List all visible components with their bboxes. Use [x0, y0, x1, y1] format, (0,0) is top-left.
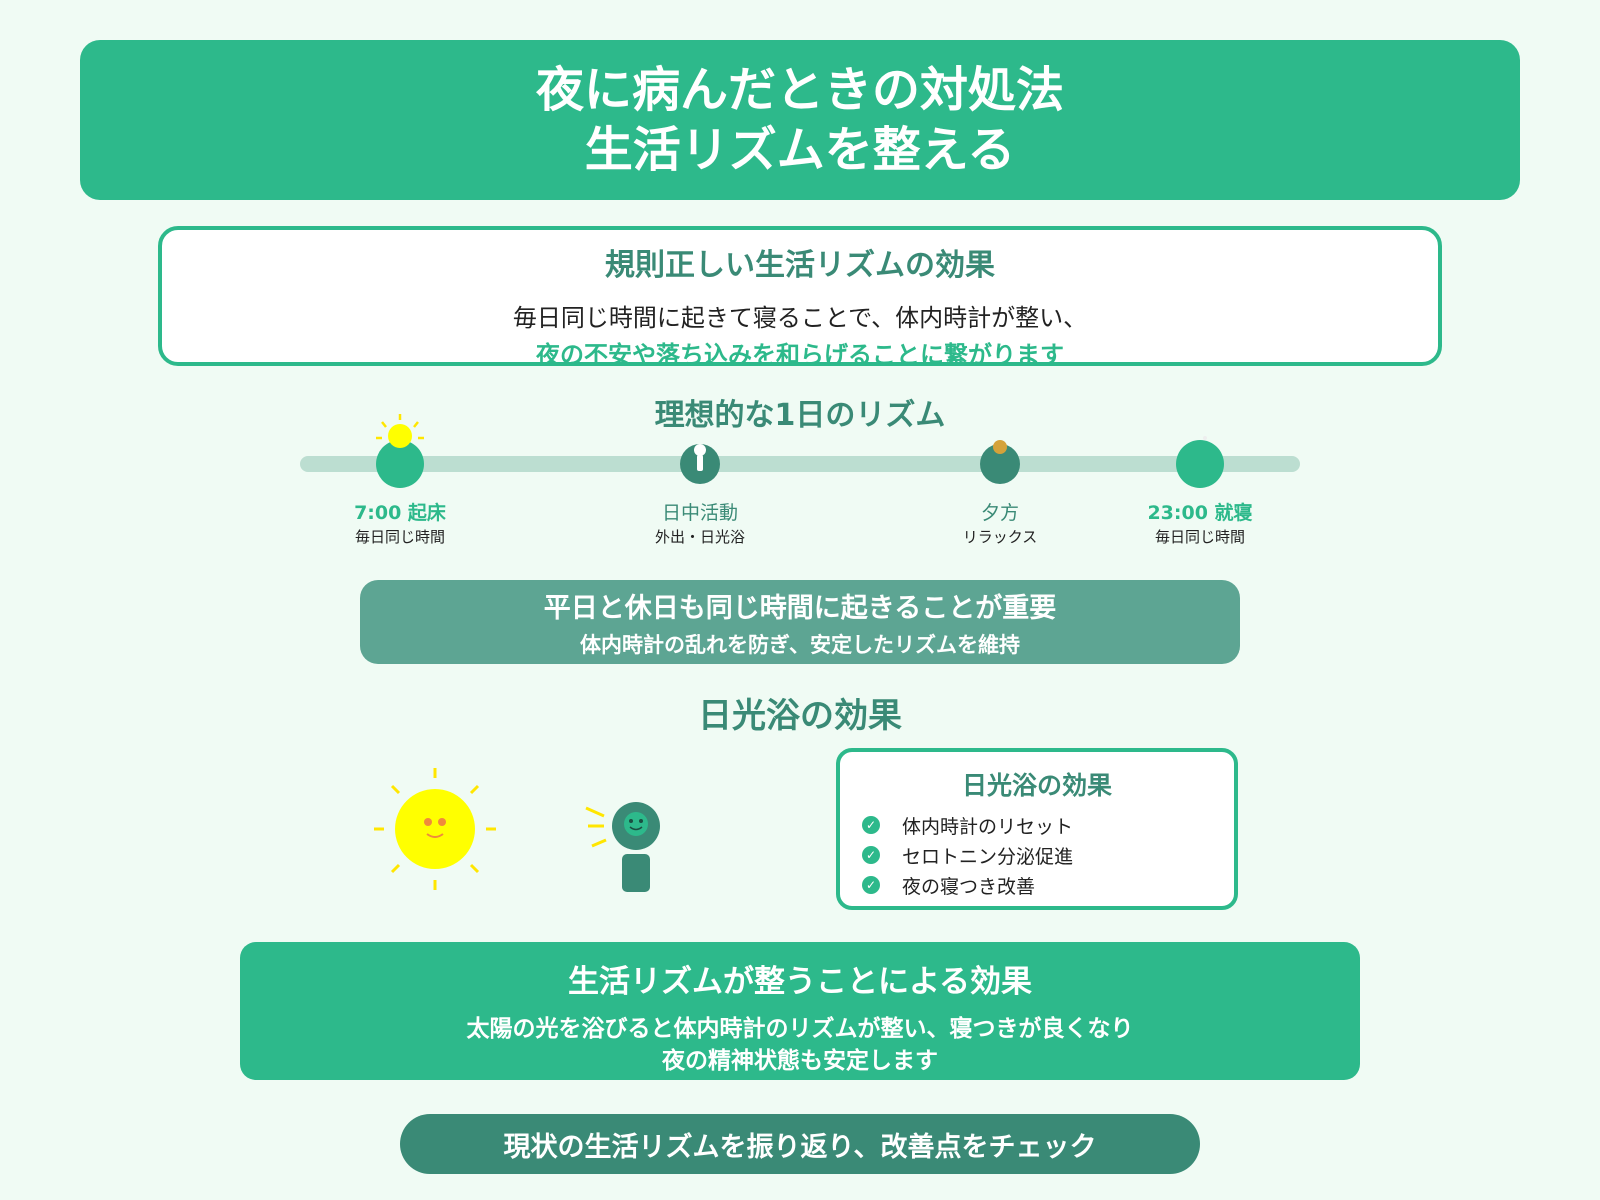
list-item: ✓ セロトニン分泌促進	[862, 840, 1234, 870]
rhythm-card-line1: 毎日同じ時間に起きて寝ることで、体内時計が整い、	[512, 304, 1088, 332]
weekday-banner-line1: 平日と休日も同じ時間に起きることが重要	[543, 592, 1057, 624]
timeline-label-sleep: 23:00 就寝	[1147, 502, 1253, 524]
sunbath-item-label: セロトニン分泌促進	[902, 845, 1074, 868]
timeline-label-evening: 夕方	[980, 502, 1019, 524]
rhythm-card-line2: 夜の不安や落ち込みを和らげることに繋がります	[536, 341, 1064, 369]
weekday-banner-line2: 体内時計の乱れを防ぎ、安定したリズムを維持	[580, 632, 1020, 657]
timeline-sub-evening: リラックス	[962, 528, 1038, 546]
sunbath-item-label: 夜の寝つき改善	[902, 875, 1036, 898]
timeline-sub-wake: 毎日同じ時間	[354, 528, 445, 546]
person-sunbathing-icon	[585, 802, 660, 892]
check-icon: ✓	[862, 816, 880, 834]
page-header: 夜に病んだときの対処法 生活リズムを整える	[80, 40, 1520, 200]
rhythm-effect-card: 規則正しい生活リズムの効果 毎日同じ時間に起きて寝ることで、体内時計が整い、 夜…	[158, 226, 1442, 369]
rhythm-result-title: 生活リズムが整うことによる効果	[567, 964, 1033, 1000]
timeline-title: 理想的な1日のリズム	[654, 398, 946, 433]
smiling-sun-icon	[374, 768, 496, 890]
check-icon: ✓	[862, 876, 880, 894]
timeline-label-wake: 7:00 起床	[354, 502, 446, 524]
list-item: ✓ 夜の寝つき改善	[862, 870, 1234, 900]
sunbath-effect-box: 日光浴の効果 ✓ 体内時計のリセット ✓ セロトニン分泌促進 ✓ 夜の寝つき改善	[836, 748, 1238, 910]
rhythm-result-banner: 生活リズムが整うことによる効果 太陽の光を浴びると体内時計のリズムが整い、寝つき…	[240, 942, 1360, 1080]
sunbath-item-label: 体内時計のリセット	[902, 815, 1074, 838]
sunbath-title: 日光浴の効果	[698, 696, 902, 736]
timeline-bar	[300, 456, 1300, 472]
check-rhythm-button[interactable]: 現状の生活リズムを振り返り、改善点をチェック	[400, 1114, 1200, 1174]
rising-sun-icon	[388, 424, 412, 448]
header-title-line2: 生活リズムを整える	[584, 122, 1016, 178]
timeline-label-daytime: 日中活動	[661, 502, 738, 524]
header-title-line1: 夜に病んだときの対処法	[535, 62, 1064, 118]
timeline-node-sleep	[1176, 440, 1224, 488]
sun-icon	[376, 414, 424, 440]
person-head-icon	[694, 444, 706, 456]
rhythm-result-line1: 太陽の光を浴びると体内時計のリズムが整い、寝つきが良くなり	[466, 1016, 1134, 1042]
weekday-banner: 平日と休日も同じ時間に起きることが重要 体内時計の乱れを防ぎ、安定したリズムを維…	[360, 580, 1240, 664]
rhythm-result-line2: 夜の精神状態も安定します	[662, 1048, 938, 1074]
sunbath-box-title: 日光浴の効果	[961, 771, 1112, 800]
timeline-sub-daytime: 外出・日光浴	[654, 528, 745, 546]
setting-sun-icon	[993, 440, 1007, 454]
timeline-sub-sleep: 毎日同じ時間	[1154, 528, 1245, 546]
check-icon: ✓	[862, 846, 880, 864]
moon-icon	[1203, 436, 1207, 440]
list-item: ✓ 体内時計のリセット	[862, 810, 1234, 840]
timeline-node-wake	[376, 440, 424, 488]
person-body-icon	[697, 455, 703, 471]
rhythm-card-title: 規則正しい生活リズムの効果	[605, 248, 995, 283]
